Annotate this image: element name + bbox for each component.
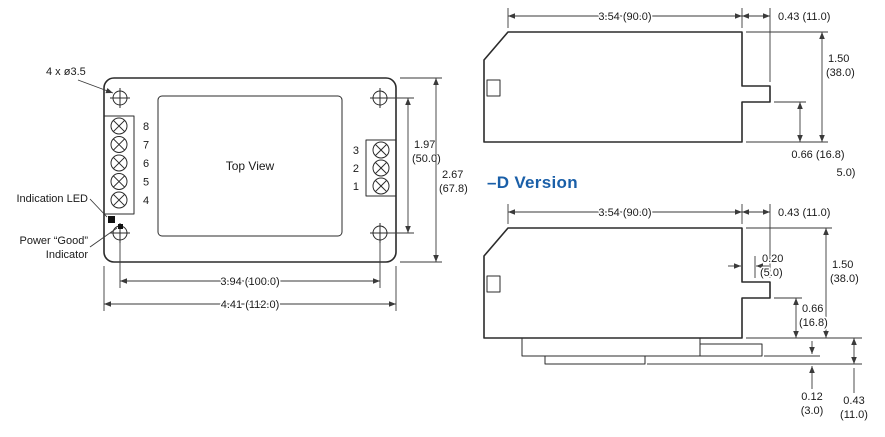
dim-height-in: 1.50 [828,53,849,65]
din-clip-latch [699,343,763,357]
terminal-screw-icon [372,159,390,177]
terminal-number: 2 [353,163,359,175]
dim-lower-mm: (16.8) [799,317,828,329]
dim-clip-mm: (3.0) [801,405,824,417]
hole-callout-leader [77,79,114,94]
terminal-number: 5 [143,177,149,189]
terminal-screw-icon [110,191,128,209]
mounting-screw-top-left-icon [110,88,130,108]
power-good-leader [89,227,118,248]
terminal-screw-icon [110,173,128,190]
dim-latch-mm: (11.0) [840,409,868,421]
terminal-number: 1 [353,181,359,193]
top-view-drawing: Top View [15,65,469,313]
dim-gap-in: 0.20 [762,253,783,265]
terminal-number: 8 [143,121,149,133]
terminal-screw-icon [372,177,390,195]
terminal-number: 7 [143,140,149,152]
terminal-number: 6 [143,158,149,170]
d-body-slot [486,275,501,293]
dim-height-in: 2.67 [442,169,463,181]
dim-hole-span: 3.94 (100.0) [220,276,279,288]
ext-lines-pin-span [388,97,414,234]
power-good-indicator-icon [118,224,123,229]
dim-height-mm: (38.0) [826,67,855,79]
dim-fragment: 5.0) [837,167,856,179]
dim-top-offset: 0.43 (11.0) [778,207,830,219]
power-good-label-line1: Power “Good” [20,235,89,247]
d-version-label: –D Version [487,173,578,192]
ext-lines-height [746,227,862,339]
dim-height-in: 1.50 [832,259,853,271]
power-good-label-line2: Indicator [46,249,89,261]
terminal-screw-icon [110,117,128,135]
dim-width: 3.54 (90.0) [598,207,651,219]
dim-lower-in: 0.66 [802,303,823,315]
terminal-screw-icon [372,141,390,159]
dim-height-mm: (67.8) [439,183,468,195]
terminal-screw-icon [110,154,128,172]
dim-height-mm: (38.0) [830,273,859,285]
right-terminal-block: 3 2 1 [351,139,397,197]
module-top-panel [157,95,343,237]
d-body-outline [483,227,771,339]
side-body-slot [486,79,501,97]
indication-led-icon [108,216,115,223]
mounting-screw-bottom-right-icon [370,223,390,243]
ext-lines-clip [647,355,862,365]
dim-lower: 0.66 (16.8) [791,149,844,161]
indication-led-label: Indication LED [16,193,88,205]
hole-callout-label: 4 x ø3.5 [46,66,86,78]
side-view-d-version: 3.54 (90.0) 0.43 (11.0) 0.20 (5.0) 1.50 … [483,204,869,423]
din-clip-base [521,337,701,357]
dim-clip-in: 0.12 [801,391,822,403]
dim-gap-mm: (5.0) [760,267,783,279]
dim-width: 3.54 (90.0) [598,11,651,23]
ext-lines-height [746,31,828,143]
terminal-number: 4 [143,195,149,207]
side-view-standard: 3.54 (90.0) 0.43 (11.0) 1.50 (38.0) 0.66… [483,8,857,181]
left-terminal-block: 8 7 6 5 4 [103,115,151,215]
mounting-screw-top-right-icon [370,88,390,108]
dim-pin-span-in: 1.97 [414,139,435,151]
terminal-number: 3 [353,145,359,157]
side-body-outline [483,31,771,143]
indication-led-leader [89,198,108,218]
dim-top-offset: 0.43 (11.0) [778,11,830,23]
top-view-title: Top View [226,159,275,173]
din-clip-spring [544,355,646,365]
terminal-screw-icon [110,136,128,153]
dim-latch-in: 0.43 [843,395,864,407]
dim-body-width: 4.41 (112.0) [221,299,280,311]
